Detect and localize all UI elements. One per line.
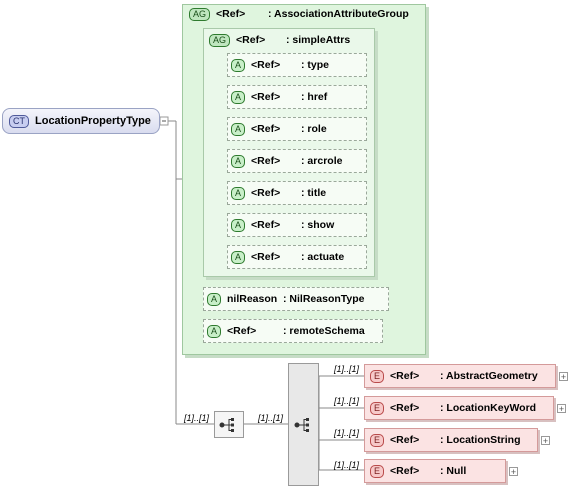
attribute-actuate[interactable]: A <Ref> : actuate bbox=[227, 245, 367, 269]
attribute-group-inner-name: : simpleAttrs bbox=[286, 34, 351, 46]
attribute-ref: <Ref> bbox=[251, 123, 281, 135]
attribute-ref: <Ref> bbox=[251, 155, 281, 167]
attribute-name: : remoteSchema bbox=[283, 325, 365, 337]
complex-type-node[interactable]: CT LocationPropertyType bbox=[2, 108, 160, 134]
attribute-name: : NilReasonType bbox=[283, 293, 365, 305]
element-badge: E bbox=[370, 401, 385, 415]
element-location-string[interactable]: E <Ref> : LocationString bbox=[364, 428, 538, 452]
sequence-icon bbox=[219, 417, 234, 432]
element-name: : LocationKeyWord bbox=[440, 402, 537, 414]
element-ref: <Ref> bbox=[390, 370, 420, 382]
element-ref: <Ref> bbox=[390, 465, 420, 477]
attribute-group-outer-title: AG <Ref> : AssociationAttributeGroup bbox=[186, 4, 409, 24]
attribute-role[interactable]: A <Ref> : role bbox=[227, 117, 367, 141]
element-ref: <Ref> bbox=[390, 402, 420, 414]
attribute-group-inner-ref: <Ref> bbox=[236, 34, 266, 46]
attribute-ref: <Ref> bbox=[251, 187, 281, 199]
sequence-compositor[interactable] bbox=[214, 411, 244, 438]
choice-icon bbox=[294, 417, 309, 432]
attribute-badge: A bbox=[207, 324, 222, 338]
sequence-multiplicity: [1]..[1] bbox=[184, 413, 210, 423]
attribute-title[interactable]: A <Ref> : title bbox=[227, 181, 367, 205]
choice-multiplicity: [1]..[1] bbox=[258, 413, 284, 423]
attribute-ref: <Ref> bbox=[251, 91, 281, 103]
complex-type-badge: CT bbox=[9, 114, 29, 128]
attribute-ref: <Ref> bbox=[251, 251, 281, 263]
attribute-badge: A bbox=[231, 90, 246, 104]
expand-icon[interactable]: + bbox=[557, 404, 566, 414]
element-name: : Null bbox=[440, 465, 467, 477]
element-multiplicity: [1]..[1] bbox=[334, 428, 360, 438]
attribute-name: : show bbox=[301, 219, 335, 231]
attribute-name: : type bbox=[301, 59, 330, 71]
attribute-nil-reason[interactable]: A nilReason : NilReasonType bbox=[203, 287, 389, 311]
attribute-ref: <Ref> bbox=[227, 325, 257, 337]
element-abstract-geometry[interactable]: E <Ref> : AbstractGeometry bbox=[364, 364, 556, 388]
attribute-show[interactable]: A <Ref> : show bbox=[227, 213, 367, 237]
attribute-ref: <Ref> bbox=[251, 59, 281, 71]
attribute-badge: A bbox=[231, 250, 246, 264]
attribute-arcrole[interactable]: A <Ref> : arcrole bbox=[227, 149, 367, 173]
attribute-group-ref: <Ref> bbox=[216, 8, 246, 20]
attribute-name: : role bbox=[301, 123, 327, 135]
element-ref: <Ref> bbox=[390, 434, 420, 446]
attribute-badge: A bbox=[231, 58, 246, 72]
choice-compositor[interactable] bbox=[288, 363, 319, 486]
element-badge: E bbox=[370, 464, 385, 478]
attribute-group-badge: AG bbox=[189, 7, 211, 21]
attribute-group-inner-title: AG <Ref> : simpleAttrs bbox=[206, 30, 350, 50]
element-location-keyword[interactable]: E <Ref> : LocationKeyWord bbox=[364, 396, 554, 420]
attribute-badge: A bbox=[231, 154, 246, 168]
attribute-group-badge: AG bbox=[209, 33, 231, 47]
attribute-badge: A bbox=[231, 122, 246, 136]
attribute-remote-schema[interactable]: A <Ref> : remoteSchema bbox=[203, 319, 383, 343]
element-name: : AbstractGeometry bbox=[440, 370, 538, 382]
element-badge: E bbox=[370, 369, 385, 383]
element-multiplicity: [1]..[1] bbox=[334, 460, 360, 470]
element-multiplicity: [1]..[1] bbox=[334, 396, 360, 406]
attribute-name: : arcrole bbox=[301, 155, 343, 167]
attribute-group-name: : AssociationAttributeGroup bbox=[268, 8, 409, 20]
attribute-href[interactable]: A <Ref> : href bbox=[227, 85, 367, 109]
attribute-name: : actuate bbox=[301, 251, 345, 263]
element-badge: E bbox=[370, 433, 385, 447]
expand-icon[interactable]: + bbox=[541, 436, 550, 446]
element-name: : LocationString bbox=[440, 434, 521, 446]
attribute-badge: A bbox=[231, 186, 246, 200]
expand-icon[interactable]: + bbox=[509, 467, 518, 477]
attribute-type[interactable]: A <Ref> : type bbox=[227, 53, 367, 77]
attribute-name: : title bbox=[301, 187, 327, 199]
complex-type-name: LocationPropertyType bbox=[35, 115, 151, 127]
expand-icon[interactable]: + bbox=[559, 372, 568, 382]
element-multiplicity: [1]..[1] bbox=[334, 364, 360, 374]
attribute-name: : href bbox=[301, 91, 328, 103]
attribute-badge: A bbox=[231, 218, 246, 232]
attribute-badge: A bbox=[207, 292, 222, 306]
attribute-ref: <Ref> bbox=[251, 219, 281, 231]
element-null[interactable]: E <Ref> : Null bbox=[364, 459, 506, 483]
attribute-ref: nilReason bbox=[227, 293, 278, 305]
